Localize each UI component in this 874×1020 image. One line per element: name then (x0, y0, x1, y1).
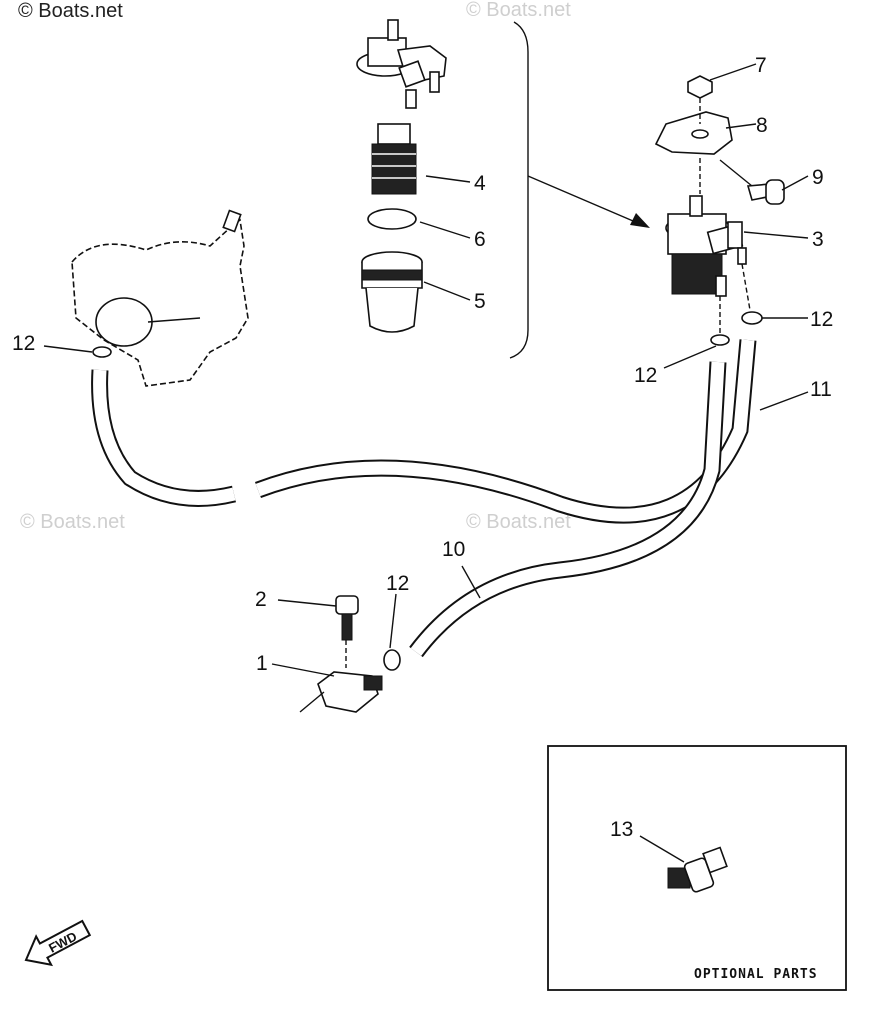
clip-carb (92, 346, 112, 358)
watermark-top-left: © Boats.net (18, 0, 123, 22)
callout-2: 2 (255, 588, 267, 611)
leader-lines (43, 63, 809, 863)
group-bracket (509, 21, 529, 359)
bolt (746, 179, 785, 205)
optional-parts-box (547, 745, 847, 991)
group-arrow-line (527, 175, 641, 225)
watermark-mid-left: © Boats.net (20, 511, 125, 533)
clip-lower (383, 649, 401, 671)
bracket-clip (654, 111, 733, 155)
group-arrow-head (630, 213, 650, 228)
filter-element (371, 123, 417, 195)
filter-cup (361, 251, 423, 333)
callout-12-center: 12 (634, 364, 657, 387)
fwd-arrow-icon: FWD (24, 919, 92, 967)
callout-3: 3 (812, 228, 824, 251)
optional-connector (667, 846, 728, 893)
callout-12-lower: 12 (386, 572, 409, 595)
callout-10: 10 (442, 538, 465, 561)
callout-9: 9 (812, 166, 824, 189)
nut (687, 75, 713, 99)
clip-center (710, 334, 730, 346)
fuel-hoses (91, 339, 757, 658)
watermark-mid-center: © Boats.net (466, 511, 571, 533)
carburetor-outline (71, 209, 249, 387)
callout-4: 4 (474, 172, 486, 195)
o-ring (367, 208, 417, 230)
clip-right (741, 311, 763, 325)
callout-12-carb: 12 (12, 332, 35, 355)
callout-1: 1 (256, 652, 268, 675)
fwd-label: FWD (46, 929, 79, 956)
callout-6: 6 (474, 228, 486, 251)
callout-11: 11 (810, 378, 832, 401)
callout-8: 8 (756, 114, 768, 137)
callout-13: 13 (610, 818, 633, 841)
optional-parts-label: OPTIONAL PARTS (694, 967, 818, 982)
callout-7: 7 (755, 54, 767, 77)
callout-12-right: 12 (810, 308, 833, 331)
filter-head-exploded (356, 19, 447, 109)
fuel-joint (299, 595, 383, 713)
fuel-filter-assembly (665, 195, 747, 297)
watermark-top-center: © Boats.net (466, 0, 571, 21)
callout-5: 5 (474, 290, 486, 313)
